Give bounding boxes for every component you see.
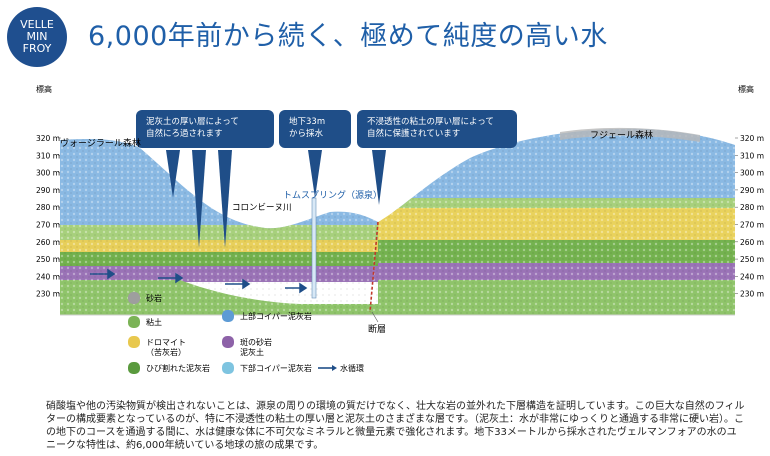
fault-line bbox=[369, 221, 379, 313]
legend-item: 上部コイパー泥灰岩 bbox=[222, 310, 312, 322]
elevation-tick-label: 240 m bbox=[740, 272, 764, 281]
right-strata bbox=[378, 128, 735, 315]
description-text: 硝酸塩や他の汚染物質が検出されないことは、源泉の周りの環境の質だけでなく、壮大な… bbox=[46, 401, 745, 451]
legend-label: 粘土 bbox=[146, 317, 162, 327]
elevation-tick-label: 270 m bbox=[36, 221, 60, 230]
sandstone-cap bbox=[560, 127, 700, 142]
legend-swatch bbox=[222, 310, 234, 322]
legend-arrowhead bbox=[332, 365, 337, 371]
svg-text:泥灰土の厚い層によって自然にろ過されます: 泥灰土の厚い層によって自然にろ過されます bbox=[146, 116, 239, 139]
page-title: 6,000年前から続く、極めて純度の高い水 bbox=[88, 21, 608, 52]
elevation-tick-label: 260 m bbox=[740, 238, 764, 247]
elevation-tick-label: 230 m bbox=[740, 290, 764, 299]
elevation-tick-label: 250 m bbox=[36, 255, 60, 264]
legend-item: ひび割れた泥灰岩 bbox=[128, 362, 210, 374]
callout-pointers bbox=[166, 150, 386, 248]
legend-label: ひび割れた泥灰岩 bbox=[146, 363, 210, 373]
axis-title-right: 標高 bbox=[738, 84, 754, 94]
axis-title-left: 標高 bbox=[36, 84, 52, 94]
logo-line-3: FROY bbox=[23, 42, 52, 55]
logo-line-2: MIN bbox=[27, 30, 48, 43]
forest-left-label: ヴォージラール森林 bbox=[60, 137, 141, 149]
legend-swatch bbox=[128, 292, 140, 304]
callout-protection: 不浸透性の粘土の厚い層によって自然に保護されています bbox=[357, 110, 517, 148]
river-label: コロンビーヌ川 bbox=[232, 203, 292, 213]
borehole bbox=[311, 197, 317, 299]
elevation-tick-label: 280 m bbox=[36, 203, 60, 212]
legend-swatch bbox=[128, 362, 140, 374]
brand-logo: VELLE MIN FROY bbox=[7, 7, 67, 67]
legend-swatch bbox=[222, 336, 234, 348]
forest-right-label: フジェール森林 bbox=[590, 129, 653, 141]
elevation-tick-label: 310 m bbox=[740, 151, 764, 160]
callout-filtration: 泥灰土の厚い層によって自然にろ過されます bbox=[136, 110, 274, 148]
legend-item: ドロマイト（苦灰岩） bbox=[128, 336, 186, 357]
elevation-tick-label: 300 m bbox=[36, 169, 60, 178]
svg-text:不浸透性の粘土の厚い層によって自然に保護されています: 不浸透性の粘土の厚い層によって自然に保護されています bbox=[367, 116, 494, 139]
fault-pointer bbox=[371, 311, 379, 323]
elevation-tick-label: 290 m bbox=[740, 186, 764, 195]
legend-label: 上部コイパー泥灰岩 bbox=[240, 311, 312, 321]
elevation-tick-label: 320 m bbox=[36, 134, 60, 143]
elevation-tick-label: 230 m bbox=[36, 290, 60, 299]
legend-item: 粘土 bbox=[128, 316, 162, 328]
legend-item: 下部コイパー泥灰岩 bbox=[222, 362, 312, 374]
legend-swatch bbox=[128, 316, 140, 328]
legend-label: 砂岩 bbox=[146, 293, 162, 303]
logo-line-1: VELLE bbox=[20, 18, 54, 31]
elevation-tick-label: 270 m bbox=[740, 221, 764, 230]
legend-label: 水循環 bbox=[340, 363, 364, 373]
elevation-tick-label: 240 m bbox=[36, 272, 60, 281]
elevation-tick-label: 320 m bbox=[740, 134, 764, 143]
legend-item: 砂岩 bbox=[128, 292, 162, 304]
legend-item: 斑の砂岩泥灰土 bbox=[222, 336, 272, 357]
elevation-axis-right: 320 m 310 m 300 m 290 m 280 m 270 m 260 m 250 m… bbox=[735, 134, 764, 299]
legend-label: ドロマイト（苦灰岩） bbox=[146, 338, 186, 357]
elevation-axis-left: 320 m 310 m 300 m 290 m 280 m 270 m 260 m 250 m… bbox=[36, 134, 61, 299]
elevation-tick-label: 250 m bbox=[740, 255, 764, 264]
geology-diagram: 標高 標高 320 m 310 m 300 m 290 m 280 m 270 m 260 … bbox=[36, 84, 764, 374]
fault-label: 断層 bbox=[368, 323, 386, 335]
elevation-tick-label: 260 m bbox=[36, 238, 60, 247]
water-flow-arrows bbox=[90, 268, 308, 294]
legend-swatch bbox=[222, 362, 234, 374]
legend-label: 下部コイパー泥灰岩 bbox=[240, 363, 312, 373]
elevation-tick-label: 290 m bbox=[36, 186, 60, 195]
logo-circle bbox=[7, 7, 67, 67]
elevation-tick-label: 310 m bbox=[36, 151, 60, 160]
elevation-tick-label: 280 m bbox=[740, 203, 764, 212]
legend-item: 水循環 bbox=[318, 363, 364, 373]
legend-swatch bbox=[128, 336, 140, 348]
elevation-tick-label: 300 m bbox=[740, 169, 764, 178]
legend-label: 斑の砂岩泥灰土 bbox=[240, 337, 272, 357]
spring-label: トムスプリング（源泉） bbox=[283, 189, 382, 201]
